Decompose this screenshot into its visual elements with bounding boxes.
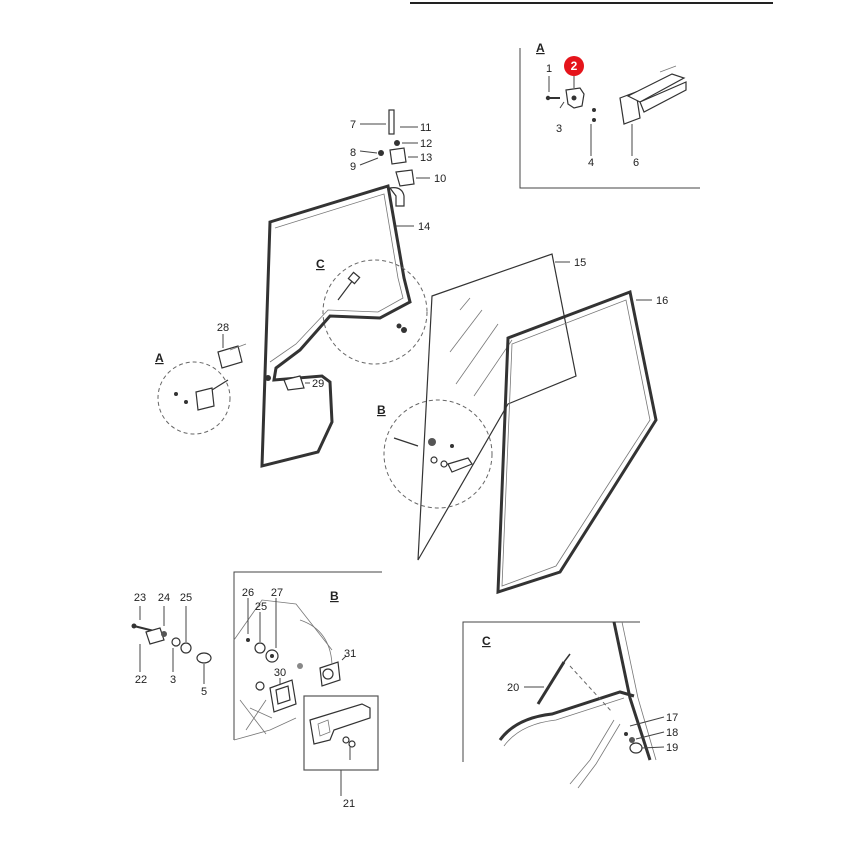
callout-23: 23 (134, 592, 146, 604)
hinge-assembly: 7 11 12 8 13 9 10 (350, 109, 446, 207)
part-29-striker: 29 (265, 375, 324, 391)
detail-b-callout-circle: B (377, 399, 493, 509)
callout-29: 29 (312, 378, 324, 390)
detail-c-circle-label: C (316, 257, 325, 271)
detail-a-circle-label: A (155, 351, 164, 365)
callout-13: 13 (420, 152, 432, 164)
callout-26: 26 (242, 587, 254, 599)
callout-25: 25 (180, 592, 192, 604)
part-15-glass: 15 (417, 253, 586, 561)
callout-5: 5 (201, 686, 207, 698)
callout-4: 4 (588, 157, 594, 169)
callout-3b: 3 (170, 674, 176, 686)
callout-18: 18 (666, 727, 678, 739)
highlight-marker-part-2 (564, 56, 584, 76)
callout-27: 27 (271, 587, 283, 599)
callout-6: 6 (633, 157, 639, 169)
callout-7: 7 (350, 119, 356, 131)
part-16-seal: 16 (496, 289, 668, 595)
callout-24: 24 (158, 592, 170, 604)
detail-c-callout-circle: C (316, 257, 428, 365)
callout-25b: 25 (255, 601, 267, 613)
callout-31: 31 (344, 648, 356, 660)
detail-b-panel: B (131, 571, 382, 810)
part-2-latch (565, 76, 585, 109)
detail-c-panel: C 20 17 18 19 (462, 621, 678, 789)
callout-30: 30 (274, 667, 286, 679)
detail-b-label: B (330, 589, 339, 603)
detail-c-label: C (482, 634, 491, 648)
callout-11: 11 (420, 122, 431, 134)
callout-9: 9 (350, 161, 356, 173)
callout-12: 12 (420, 138, 432, 150)
callout-1: 1 (546, 63, 552, 75)
highlighted-callout: 2 (571, 59, 578, 73)
callout-17: 17 (666, 712, 678, 724)
callout-3: 3 (556, 123, 562, 135)
part-14-door-frame: 14 (260, 184, 430, 468)
callout-21: 21 (343, 798, 355, 810)
callout-14: 14 (418, 221, 430, 233)
detail-a-label: A (536, 41, 545, 55)
callout-10: 10 (434, 173, 446, 185)
part-4-bolts (590, 108, 596, 156)
callout-28: 28 (217, 322, 229, 334)
callout-20: 20 (507, 682, 519, 694)
detail-a-callout-circle: A (155, 351, 231, 435)
callout-8: 8 (350, 147, 356, 159)
callout-16: 16 (656, 295, 668, 307)
callout-22: 22 (135, 674, 147, 686)
callout-15: 15 (574, 257, 586, 269)
part-1-screw (545, 76, 560, 101)
detail-b-circle-label: B (377, 403, 386, 417)
callout-19: 19 (666, 742, 678, 754)
detail-a-panel: A 2 1 3 4 (519, 41, 700, 189)
part-6-bracket (619, 65, 687, 156)
part-28-latch-plate: 28 (217, 322, 247, 369)
